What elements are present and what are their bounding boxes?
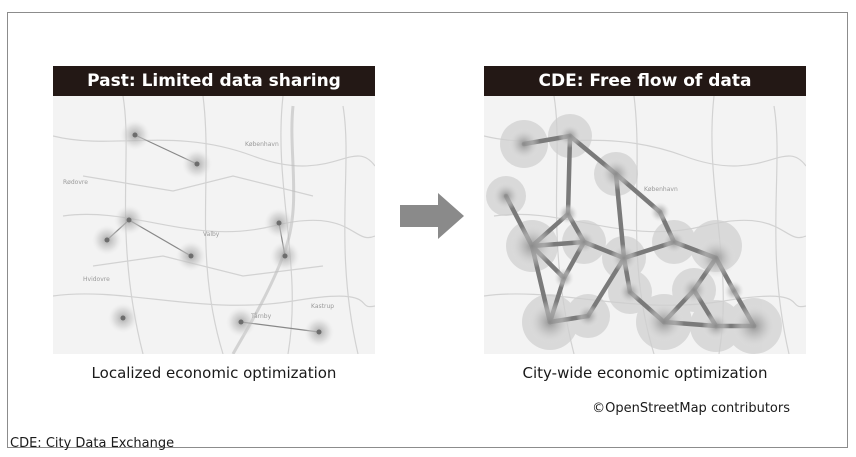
map-place-labels: København Rødovre Valby Hvidovre Kastrup…: [63, 141, 334, 320]
network-node: [576, 304, 600, 328]
network-node: [732, 304, 776, 348]
map-label: København: [644, 186, 678, 193]
map-label: København: [245, 141, 279, 148]
network-node: [528, 300, 572, 344]
network-node: [724, 281, 744, 301]
network-node: [610, 244, 638, 272]
caption-cde: City-wide economic optimization: [522, 364, 768, 382]
panel-cde-title: CDE: Free flow of data: [484, 66, 806, 96]
network-node: [680, 276, 708, 304]
network-link: [565, 133, 573, 217]
map-background: [53, 96, 375, 354]
map-label: Hvidovre: [83, 276, 110, 283]
map-label: Kastrup: [311, 303, 334, 310]
network-nodes: [492, 124, 776, 348]
caption-past: Localized economic optimization: [91, 364, 337, 382]
network-node: [510, 224, 554, 268]
data-nodes: [92, 120, 334, 347]
map-credit: ©OpenStreetMap contributors: [592, 401, 790, 416]
map-label: Rødovre: [63, 179, 88, 186]
right-arrow-icon: [400, 193, 464, 239]
map-cde: København: [484, 96, 806, 354]
network-node: [650, 202, 670, 222]
network-node: [600, 158, 632, 190]
figure-frame: [7, 12, 848, 448]
panel-past-title: Past: Limited data sharing: [53, 66, 375, 96]
map-past: København Rødovre Valby Hvidovre Kastrup…: [53, 96, 375, 354]
network-node: [558, 204, 578, 224]
network-node: [618, 280, 642, 304]
network-node: [696, 238, 736, 278]
network-node: [508, 128, 540, 160]
panel-cde: CDE: Free flow of data København: [484, 66, 806, 354]
network-node: [644, 302, 684, 342]
map-label: Valby: [203, 231, 220, 238]
panel-past: Past: Limited data sharing København Rød…: [53, 66, 375, 354]
network-node: [662, 230, 686, 254]
network-node: [702, 312, 730, 340]
network-node: [554, 268, 574, 288]
node-cores: [104, 132, 322, 335]
network-node: [492, 182, 520, 210]
footnote: CDE: City Data Exchange: [10, 436, 175, 451]
network-node: [558, 124, 582, 148]
network-node: [572, 230, 596, 254]
map-label: Tårnby: [250, 313, 272, 320]
